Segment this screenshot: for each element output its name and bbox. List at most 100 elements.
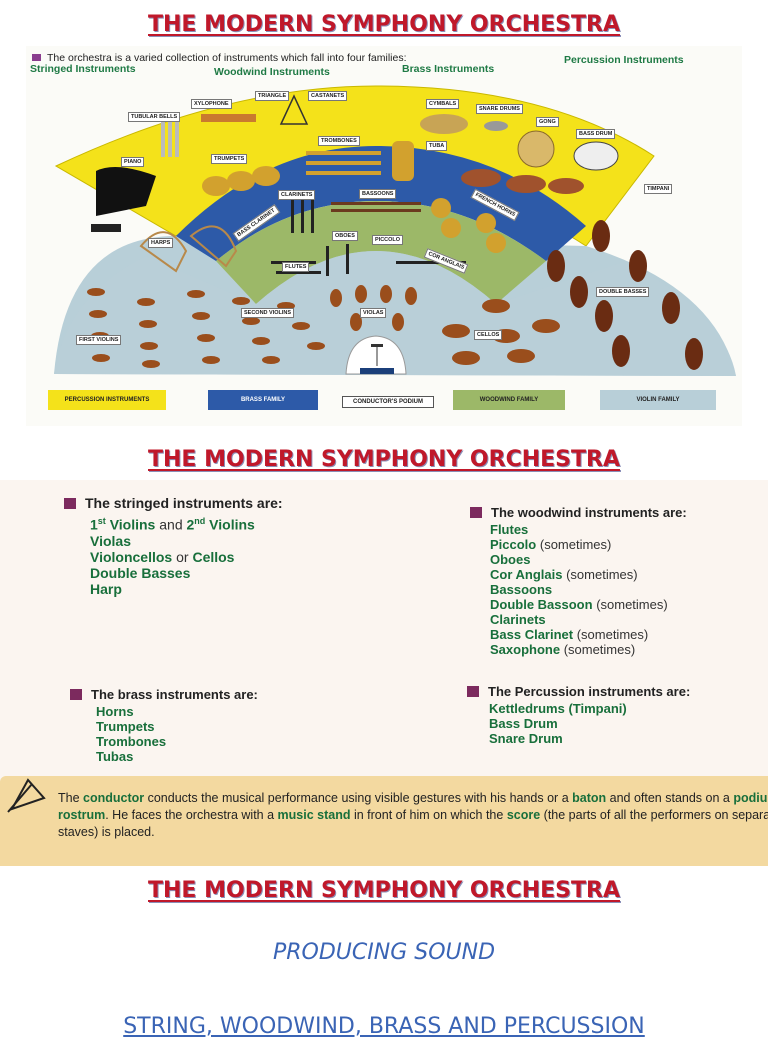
item-name: Bassoons <box>490 582 553 597</box>
list-item: Double Bassoon (sometimes) <box>490 597 687 612</box>
text-run: conducts the musical performance using v… <box>144 791 573 805</box>
label-bass-drum: BASS DRUM <box>576 129 616 139</box>
label-harps: HARPS <box>148 238 174 248</box>
key-podium: CONDUCTOR'S PODIUM <box>342 396 434 408</box>
item-name: Oboes <box>490 552 531 567</box>
list-item: Tubas <box>96 749 134 764</box>
label-cellos: CELLOS <box>474 330 503 340</box>
term-podium: podium <box>733 791 768 805</box>
family-brass: Brass Instruments <box>402 63 495 75</box>
term-conductor: conductor <box>83 791 145 805</box>
conductor-note: The conductor conducts the musical perfo… <box>0 776 768 866</box>
key-percussion: PERCUSSION INSTRUMENTS <box>48 390 166 410</box>
list-item: Horns <box>96 704 134 719</box>
bullet-square-icon <box>470 507 482 518</box>
woodwind-tier <box>216 201 546 304</box>
woodwind-list: Flutes Piccolo (sometimes) Oboes Cor Ang… <box>470 522 687 657</box>
partial-heading-line: STRING, WOODWIND, BRASS AND PERCUSSION <box>123 1014 645 1039</box>
label-cymbals: CYMBALS <box>426 99 460 109</box>
brass-instruments <box>202 141 506 253</box>
woodwind-heading: The woodwind instruments are: <box>491 505 687 520</box>
text-run: . He faces the orchestra with a <box>105 808 278 822</box>
item-name: Piccolo <box>490 537 537 552</box>
label-triangle: TRIANGLE <box>255 91 290 101</box>
brass-list: Horns Trumpets Trombones Tubas <box>70 704 258 764</box>
term-score: score <box>506 808 541 822</box>
item-name: Double Bassoon <box>490 597 593 612</box>
list-item: Kettledrums (Timpani) <box>489 701 627 716</box>
list-item: Harp <box>90 580 122 597</box>
conductor-text: The conductor conducts the musical perfo… <box>10 790 768 841</box>
label-timpani: TIMPANI <box>644 184 673 194</box>
item-name: Saxophone <box>490 642 561 657</box>
slide-2-title: THE MODERN SYMPHONY ORCHESTRA <box>148 447 620 472</box>
text-run: The <box>58 791 84 805</box>
family-percussion: Percussion Instruments <box>564 54 684 66</box>
list-item: Trombones <box>96 734 167 749</box>
item-name: Clarinets <box>490 612 546 627</box>
list-item: Saxophone (sometimes) <box>490 642 687 657</box>
cellos-text: Cellos <box>192 548 235 565</box>
second-violins-name: Violins <box>205 516 255 533</box>
slide-1-title: THE MODERN SYMPHONY ORCHESTRA <box>148 12 620 37</box>
bullet-square-icon <box>70 689 82 700</box>
item-name: Flutes <box>490 522 529 537</box>
percussion-section: The Percussion instruments are: Kettledr… <box>467 684 690 746</box>
label-clarinets: CLARINETS <box>278 190 316 200</box>
or-text: or <box>172 548 193 565</box>
stringed-heading: The stringed instruments are: <box>85 495 283 511</box>
first-ordinal: 1 <box>90 516 98 533</box>
item-note: (sometimes) <box>560 642 636 657</box>
label-tubular-bells: TUBULAR BELLS <box>128 112 181 122</box>
label-first-violins: FIRST VIOLINS <box>76 335 122 345</box>
piano-and-harps <box>91 167 238 273</box>
list-item: Clarinets <box>490 612 687 627</box>
key-violin: VIOLIN FAMILY <box>600 390 716 410</box>
label-double-basses: DOUBLE BASSES <box>596 287 650 297</box>
stringed-section: The stringed instruments are: 1st Violin… <box>64 495 283 597</box>
list-item: Trumpets <box>96 719 155 734</box>
woodwind-instruments <box>271 193 466 276</box>
label-trombones: TROMBONES <box>318 136 360 146</box>
family-woodwind: Woodwind Instruments <box>214 66 330 78</box>
text-run: in front of him on which the <box>350 808 507 822</box>
list-item: Oboes <box>490 552 687 567</box>
label-castanets: CASTANETS <box>308 91 348 101</box>
list-item: Flutes <box>490 522 687 537</box>
term-music-stand: music stand <box>277 808 351 822</box>
brass-heading: The brass instruments are: <box>91 687 258 702</box>
label-second-violins: SECOND VIOLINS <box>241 308 295 318</box>
producing-sound-subtitle: PRODUCING SOUND <box>272 940 496 965</box>
and-text: and <box>155 516 187 533</box>
slide-3-title: THE MODERN SYMPHONY ORCHESTRA <box>148 878 620 903</box>
key-brass: BRASS FAMILY <box>208 390 318 410</box>
key-woodwind: WOODWIND FAMILY <box>453 390 565 410</box>
bullet-square-icon <box>32 54 41 61</box>
item-note: (sometimes) <box>536 537 612 552</box>
orchestra-seating-diagram: The orchestra is a varied collection of … <box>26 46 742 426</box>
percussion-heading: The Percussion instruments are: <box>488 684 691 699</box>
list-item: Bassoons <box>490 582 687 597</box>
first-suffix: st <box>97 516 106 526</box>
list-item: Violas <box>90 532 131 549</box>
item-note: (sometimes) <box>592 597 668 612</box>
list-item: Snare Drum <box>489 731 563 746</box>
list-item: Cor Anglais (sometimes) <box>490 567 687 582</box>
label-flutes: FLUTES <box>282 262 310 272</box>
podium-shape <box>345 335 407 375</box>
family-stringed: Stringed Instruments <box>30 63 136 75</box>
label-oboes: OBOES <box>332 231 358 241</box>
label-violas: VIOLAS <box>360 308 387 318</box>
seating-plan-graphic <box>54 85 736 376</box>
second-ordinal: 2 <box>186 516 195 533</box>
item-name: Cor Anglais <box>490 567 563 582</box>
list-item: Piccolo (sometimes) <box>490 537 687 552</box>
music-stand <box>371 344 383 347</box>
list-item: Bass Clarinet (sometimes) <box>490 627 687 642</box>
text-run: and often stands on a <box>606 791 734 805</box>
list-item: 1st Violins and 2nd Violins <box>90 513 283 533</box>
list-item: Violoncellos or Cellos <box>90 549 283 565</box>
bullet-square-icon <box>64 497 76 509</box>
string-instruments <box>87 220 703 370</box>
label-tuba: TUBA <box>426 141 448 151</box>
